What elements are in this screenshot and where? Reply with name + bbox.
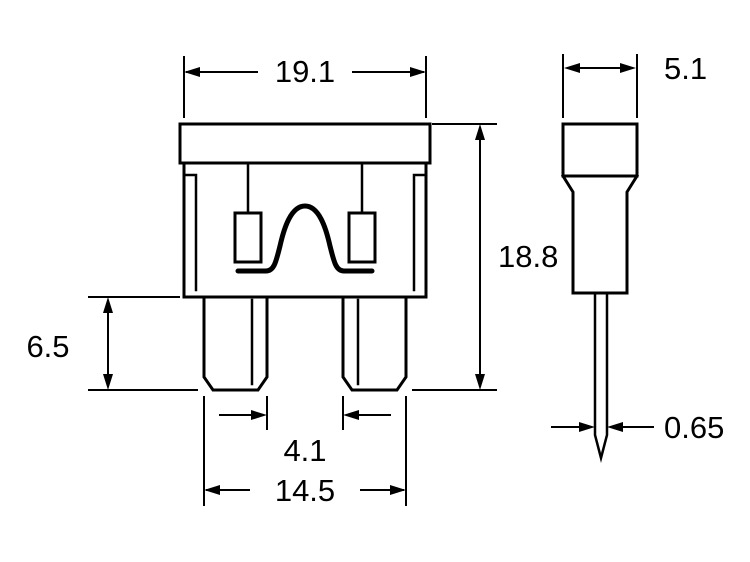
- front-blade-right: [341, 295, 408, 392]
- dim-terminal-height-label: 6.5: [26, 329, 69, 364]
- side-blade: [593, 291, 609, 463]
- arrow-down-icon: [475, 374, 485, 390]
- front-cap: [178, 122, 432, 165]
- arrow-left-icon: [564, 63, 580, 73]
- arrow-down-icon: [103, 374, 113, 390]
- arrow-up-icon: [103, 297, 113, 313]
- fuse-front-view: [178, 122, 432, 392]
- dim-terminal-span: 14.5: [203, 396, 407, 508]
- dim-overall-width: 19.1: [183, 54, 427, 118]
- front-housing-body: [182, 161, 428, 299]
- front-blade-left: [202, 295, 269, 392]
- front-inner-wall-left: [182, 173, 198, 292]
- arrow-left-icon: [607, 422, 623, 432]
- arrow-left-icon: [184, 67, 200, 77]
- arrow-right-icon: [410, 67, 426, 77]
- front-inner-wall-right: [412, 173, 428, 292]
- dim-overall-height: 18.8: [412, 123, 558, 391]
- arrow-left-icon: [343, 410, 359, 420]
- dim-terminal-height: 6.5: [26, 296, 198, 391]
- arrow-up-icon: [475, 124, 485, 140]
- arrow-left-icon: [204, 485, 220, 495]
- dim-overall-height-label: 18.8: [498, 239, 558, 274]
- dim-body-thickness-label: 5.1: [664, 51, 707, 86]
- fuse-element: [235, 203, 375, 274]
- front-window-right: [347, 211, 377, 264]
- dim-overall-width-label: 19.1: [275, 54, 335, 89]
- arrow-right-icon: [620, 63, 636, 73]
- dim-blade-thickness: 0.65: [551, 410, 724, 445]
- arrow-right-icon: [390, 485, 406, 495]
- dim-terminal-gap: 4.1: [219, 396, 391, 468]
- dim-terminal-gap-label: 4.1: [283, 433, 326, 468]
- side-housing-body: [560, 173, 640, 295]
- dim-body-thickness: 5.1: [562, 51, 707, 118]
- dim-blade-thickness-label: 0.65: [664, 410, 724, 445]
- arrow-right-icon: [579, 422, 595, 432]
- side-cap: [561, 122, 639, 178]
- dim-terminal-span-label: 14.5: [275, 473, 335, 508]
- arrow-right-icon: [251, 410, 267, 420]
- fuse-side-view: [560, 122, 640, 463]
- front-window-left: [233, 211, 263, 264]
